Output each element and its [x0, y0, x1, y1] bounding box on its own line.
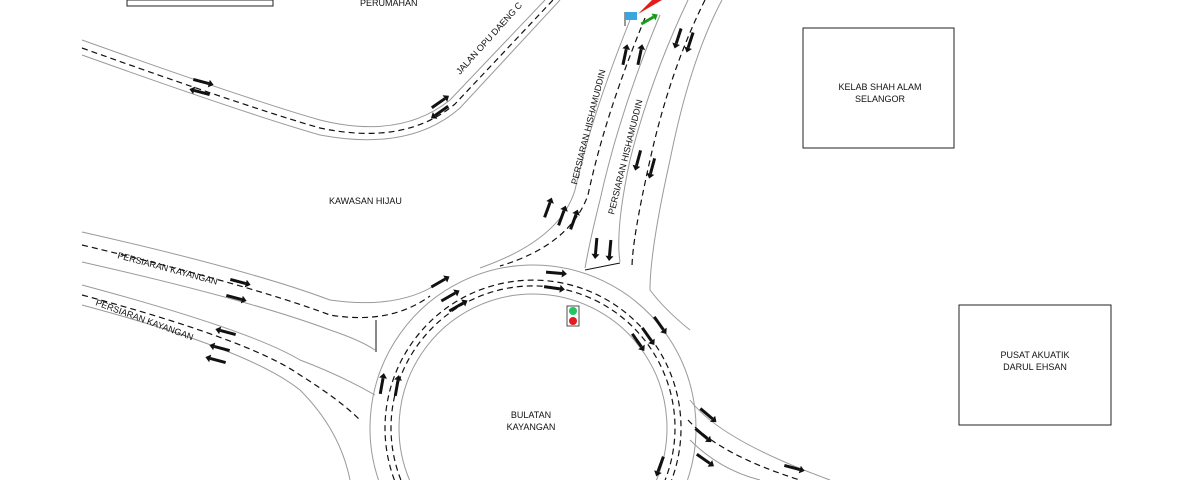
arrow-icon — [654, 456, 665, 477]
label-kayangan-2: PERSIARAN KAYANGAN — [94, 297, 194, 342]
label-kayangan-roundabout: KAYANGAN — [507, 422, 556, 432]
road-lower-right — [687, 399, 831, 480]
arrow-icon — [632, 149, 643, 171]
traffic-signal-icon — [566, 305, 580, 327]
arrow-icon — [430, 275, 450, 289]
label-hishamuddin-1: PERSIARAN HISHAMUDDIN — [569, 69, 607, 186]
roundabout — [369, 264, 697, 480]
road-hishamuddin — [479, 0, 723, 331]
arrow-icon — [545, 269, 567, 278]
arrow-icon — [430, 105, 450, 119]
arrow-icon — [653, 315, 667, 335]
kelab-line1: KELAB SHAH ALAM — [838, 82, 921, 92]
arrow-icon — [641, 326, 655, 346]
arrow-icon — [631, 332, 645, 352]
arrow-icon — [209, 342, 231, 353]
building-kelab-shah-alam: KELAB SHAH ALAM SELANGOR — [802, 27, 955, 149]
arrow-icon — [393, 375, 402, 397]
arrow-icon — [440, 289, 460, 303]
arrow-icon — [569, 209, 580, 230]
arrow-icon — [694, 427, 712, 443]
arrow-icon — [378, 373, 387, 395]
arrow-icon — [672, 28, 683, 49]
arrow-icon — [543, 197, 554, 218]
arrow-icon — [225, 293, 247, 304]
arrow-icon — [695, 453, 715, 467]
label-perumahan: PERUMAHAN — [360, 0, 418, 8]
label-jalan-opu: JALAN OPU DAENG C — [454, 0, 524, 76]
label-kayangan-1: PERSIARAN KAYANGAN — [116, 250, 218, 286]
arrow-icon — [699, 407, 717, 423]
arrow-icon — [430, 95, 450, 109]
arrow-icon — [215, 326, 237, 337]
flag-icon — [624, 12, 637, 26]
kelab-line2: SELANGOR — [855, 94, 906, 104]
pusat-line2: DARUL EHSAN — [1003, 362, 1067, 372]
road-jalan-opu — [81, 0, 561, 141]
building-box-top-left — [126, 0, 274, 7]
green-arrow-icon — [640, 13, 658, 26]
arrow-icon — [192, 77, 214, 88]
arrow-icon — [543, 284, 565, 293]
arrow-icon — [189, 86, 211, 97]
arrow-icon — [646, 157, 657, 179]
arrow-icon — [636, 44, 646, 66]
label-bulatan: BULATAN — [511, 410, 551, 420]
arrow-icon — [448, 299, 468, 313]
traffic-arrows — [189, 28, 805, 477]
pusat-line1: PUSAT AKUATIK — [1000, 350, 1069, 360]
arrow-icon — [205, 354, 227, 365]
label-kawasan-hijau: KAWASAN HIJAU — [329, 196, 402, 206]
arrow-icon — [591, 237, 600, 259]
building-pusat-akuatik: PUSAT AKUATIK DARUL EHSAN — [958, 304, 1112, 426]
road-kayangan — [81, 231, 441, 480]
arrow-icon — [684, 32, 695, 53]
arrow-icon — [229, 277, 251, 288]
arrow-icon — [783, 463, 805, 474]
location-pointer-icon — [638, 0, 662, 14]
arrow-icon — [557, 205, 568, 226]
arrow-icon — [621, 44, 631, 66]
arrow-icon — [605, 239, 614, 261]
